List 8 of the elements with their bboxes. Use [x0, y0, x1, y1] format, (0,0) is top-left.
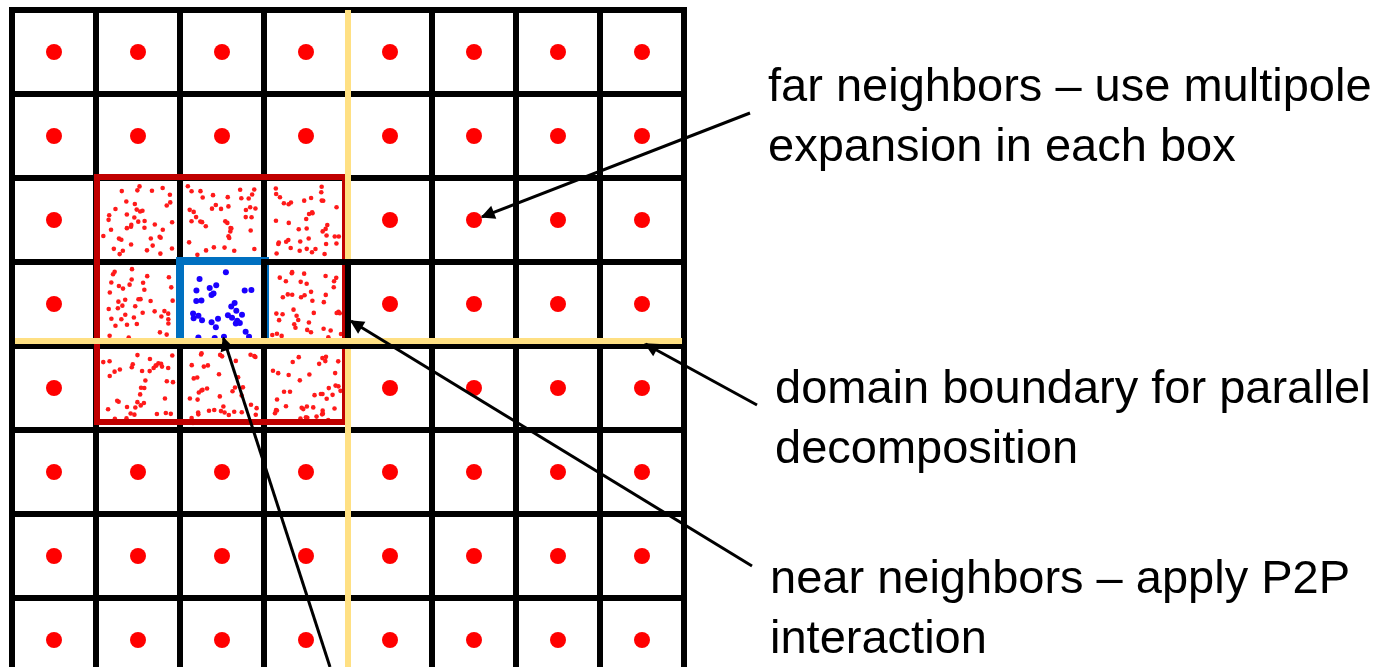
particle-dot: [466, 212, 482, 228]
leader-arrow: [220, 336, 332, 667]
leader-arrow: [349, 319, 753, 568]
annotation-text: near neighbors – apply P2P interaction: [752, 547, 1387, 667]
leader-arrow: [480, 111, 751, 219]
annotation-text: far neighbors – use multipole expansion in each box: [750, 55, 1388, 175]
annotation-text: domain boundary for parallel decomposition: [757, 357, 1387, 477]
leader-arrow: [644, 342, 758, 407]
